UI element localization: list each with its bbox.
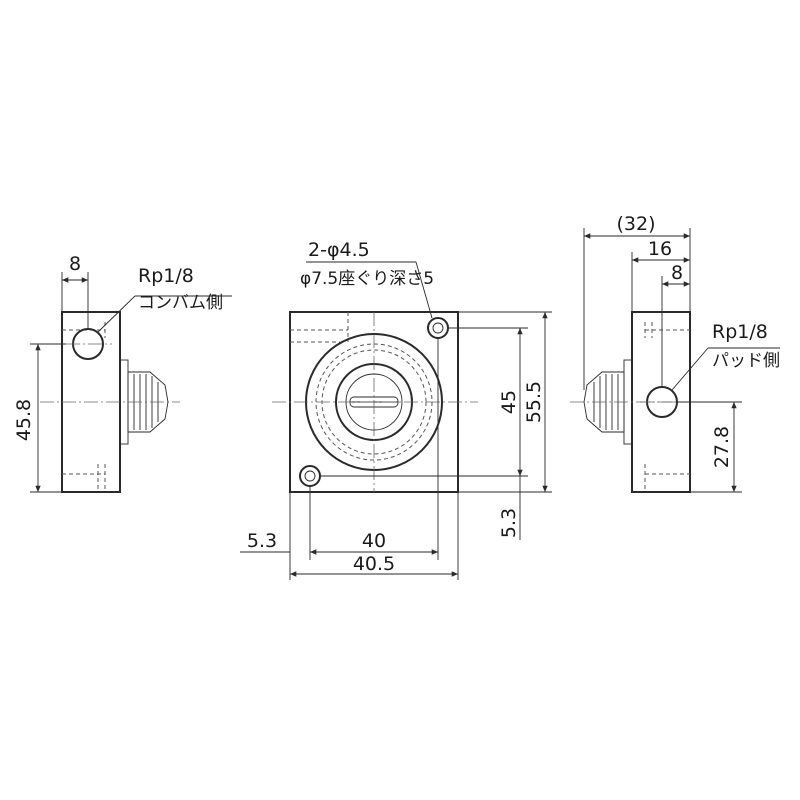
front-dim-left-offset: 5.3 — [247, 530, 277, 552]
left-port-side: コンバム側 — [138, 293, 223, 313]
right-port-label: Rp1/8 — [712, 321, 768, 343]
right-knob — [583, 371, 625, 433]
front-dim-40-5: 40.5 — [353, 553, 395, 575]
right-dim-8: 8 — [671, 262, 683, 284]
front-counterbore-label: φ7.5座ぐり深さ5 — [300, 269, 434, 289]
front-dim-40: 40 — [362, 530, 386, 552]
front-view: 45 55.5 5.3 40 40.5 5.3 2-φ4.5 φ7.5座ぐり深さ… — [240, 239, 552, 580]
right-side-view: (32) 16 8 27.8 Rp1/8 パッド側 — [570, 213, 780, 493]
left-dim-vertical: 45.8 — [13, 399, 35, 441]
left-side-view: 8 45.8 Rp1/8 コンバム側 — [13, 253, 232, 493]
front-dim-45: 45 — [498, 390, 520, 414]
front-hole-bottom-left — [299, 465, 321, 487]
left-port-label: Rp1/8 — [138, 265, 194, 287]
right-dim-overall: (32) — [616, 213, 655, 235]
front-dim-55-5: 55.5 — [523, 381, 545, 423]
front-hole-label: 2-φ4.5 — [308, 239, 370, 261]
right-dim-vertical: 27.8 — [711, 426, 733, 468]
left-dim-top: 8 — [69, 253, 81, 275]
front-hole-top-right — [427, 317, 449, 339]
right-dim-16: 16 — [648, 238, 672, 260]
front-dim-right-offset: 5.3 — [498, 508, 520, 538]
right-port-side: パッド側 — [712, 351, 780, 371]
left-knob — [127, 371, 169, 433]
